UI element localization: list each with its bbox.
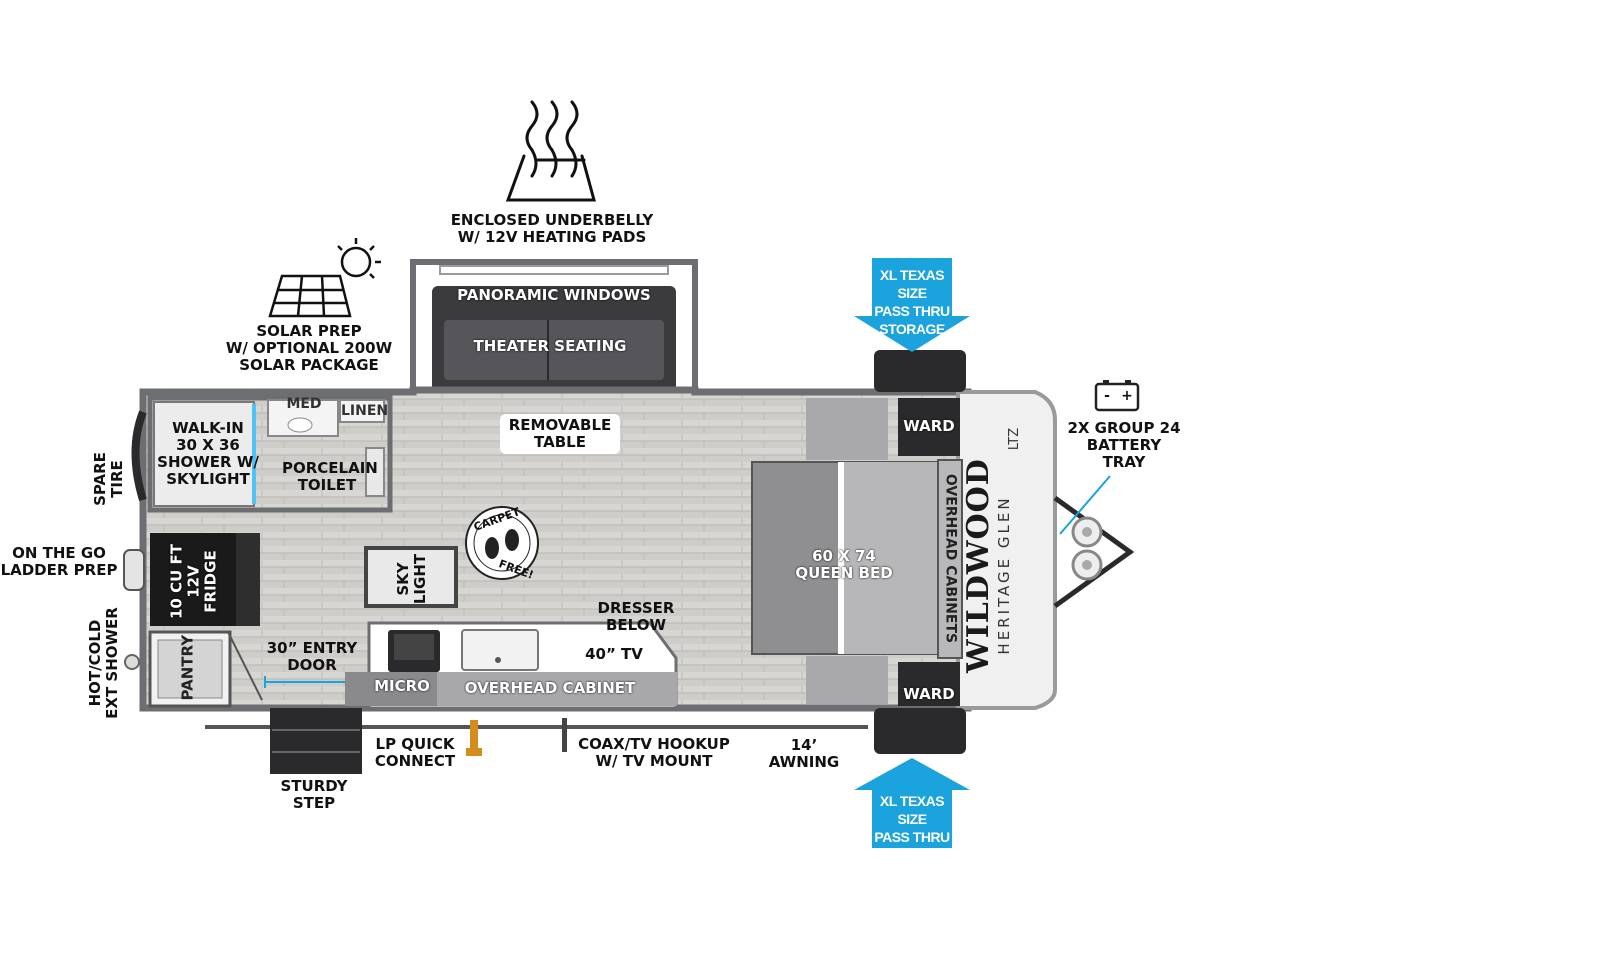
- queen-bed-label: 60 X 74 QUEEN BED: [795, 547, 893, 582]
- spare-tire-label: SPARE TIRE: [91, 452, 126, 506]
- shower-label: WALK-IN 30 X 36 SHOWER W/ SKYLIGHT: [157, 419, 259, 488]
- pantry-label: PANTRY: [178, 634, 197, 701]
- overhead-cabinet-label: OVERHEAD CABINET: [464, 679, 636, 697]
- removable-table-label: REMOVABLE TABLE: [500, 414, 620, 454]
- overhead-cabinets-label: OVERHEAD CABINETS: [942, 473, 959, 644]
- skylight-label: SKY LIGHT: [394, 553, 429, 605]
- bedroom: [751, 398, 963, 704]
- carpet-free-badge-icon: [465, 506, 539, 580]
- slide-out: [410, 259, 698, 397]
- storage-arrow-bottom: [854, 758, 970, 848]
- micro-label: MICRO: [374, 677, 430, 695]
- kitchen-counter: [345, 621, 678, 710]
- med-label: MED: [286, 396, 322, 412]
- hitch-and-batteries: [1053, 475, 1135, 609]
- front-cap: [956, 390, 1057, 710]
- pantry: [148, 630, 263, 708]
- storage-arrow-top: [854, 258, 970, 352]
- battery-minus: -: [1104, 388, 1110, 404]
- entry-step: [270, 708, 362, 774]
- wildwood-logo: WILDWOOD HERITAGE GLEN: [961, 458, 1033, 673]
- theater-seating-label: THEATER SEATING: [473, 337, 627, 355]
- lp-connector-icon: [466, 720, 482, 756]
- lp-label: LP QUICK CONNECT: [374, 735, 456, 770]
- ext-shower-knob: [124, 654, 140, 670]
- ward-top-label: WARD: [903, 417, 955, 435]
- tv-label: 40” TV: [585, 645, 643, 663]
- fridge: [150, 533, 260, 626]
- logo-sub-text: HERITAGE GLEN: [995, 495, 1013, 655]
- entry-door-label: 30” ENTRY DOOR: [266, 639, 358, 674]
- battery-label: 2X GROUP 24 BATTERY TRAY: [1067, 419, 1181, 471]
- wardrobes: [898, 398, 960, 706]
- heat-waves-icon: [505, 100, 596, 202]
- dresser-label: DRESSER BELOW: [597, 599, 675, 634]
- storage-boxes: [874, 350, 966, 754]
- ladder-label: ON THE GO LADDER PREP: [0, 544, 118, 579]
- battery-icon: [1094, 380, 1140, 412]
- solar-panel-icon: [268, 238, 381, 318]
- logo-mark-text: LTZ: [1007, 427, 1022, 451]
- underbelly-label: ENCLOSED UNDERBELLY W/ 12V HEATING PADS: [450, 211, 654, 246]
- fridge-label: 10 CU FT 12V FRIDGE: [167, 544, 220, 619]
- storage-top-label: XL TEXAS SIZE PASS THRU STORAGE: [874, 267, 950, 337]
- solar-label: SOLAR PREP W/ OPTIONAL 200W SOLAR PACKAG…: [225, 322, 393, 374]
- spare-tire-shape: [131, 410, 147, 502]
- toilet-label: PORCELAIN TOILET: [282, 459, 378, 494]
- ward-bottom-label: WARD: [903, 685, 955, 703]
- coax-label: COAX/TV HOOKUP W/ TV MOUNT: [578, 735, 730, 770]
- bathroom: [147, 395, 393, 513]
- linen-label: LINEN: [341, 403, 389, 419]
- skylight-frame: [364, 546, 458, 608]
- coax-connector-icon: [562, 718, 567, 752]
- panoramic-windows-label: PANORAMIC WINDOWS: [457, 286, 651, 304]
- awning-label: 14’ AWNING: [768, 736, 840, 771]
- ext-shower-label: HOT/COLD EXT SHOWER: [86, 607, 121, 719]
- logo-main-text: WILDWOOD: [961, 458, 996, 673]
- battery-plus: +: [1121, 388, 1133, 404]
- step-label: STURDY STEP: [280, 777, 348, 812]
- ladder-prep-shape: [123, 549, 145, 591]
- storage-bottom-label: XL TEXAS SIZE PASS THRU STORAGE: [874, 793, 950, 863]
